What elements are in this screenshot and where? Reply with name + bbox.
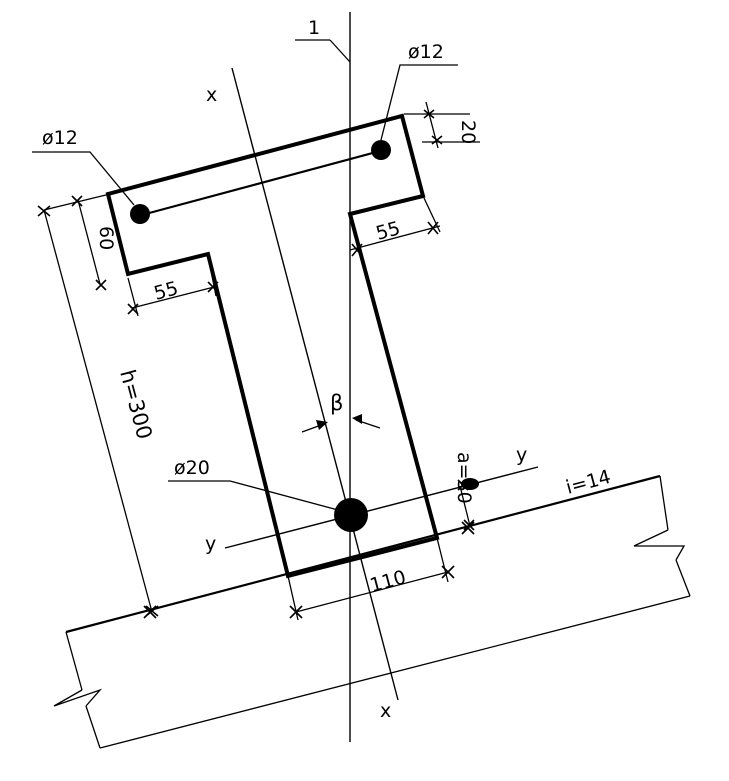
dim-flange-right-line [349,225,441,251]
dim-flange-right-ext [423,197,441,233]
dim-web-width-tick-a [289,605,303,619]
dim-flange-height-tick-b [95,279,107,291]
slab-tick-right [461,521,475,535]
angle-arrowhead-right [352,414,362,424]
axis-y-right-label: y [516,444,527,466]
leader-bar-top-right [380,64,458,141]
dim-web-width-tick-b [441,565,455,579]
dim-cover-bottom-tick-a [457,479,469,491]
section-outline [105,113,440,579]
slab-right-edge-lower [675,559,691,597]
bar-top-right [371,140,391,160]
dim-flange-left-ext-a [127,277,139,317]
slab-bottom-edge [99,595,691,749]
dim-cover-bottom-tick-b [463,519,475,531]
slab-left-break [53,688,103,707]
ref-leader-1-diag [329,39,351,63]
slab-left-edge-upper [65,631,83,691]
bar-top-left-label: ø12 [42,127,78,149]
leader-bar-top-left [32,151,135,206]
bar-bottom [334,498,368,532]
dim-flange-left-line [131,285,219,309]
angle-arrowhead-left [316,420,328,430]
slab-left-edge-lower [85,705,101,749]
dim-cover-bottom-label: a=30 [453,452,475,504]
dim-flange-height-tick-a [71,195,83,207]
dim-cover-top-tick-a [423,109,435,119]
dim-height-label: h=300 [115,367,157,442]
slab-top-edge [65,474,661,634]
top-reinforcement-line [137,148,385,218]
leader-bar-bottom [168,480,339,511]
dim-cover-top-label: 20 [457,120,479,144]
ref-number-label: 1 [308,17,320,39]
dim-web-width-label: 110 [368,566,409,597]
axis-x-top-label: x [206,84,217,106]
axis-x-bottom-label: x [380,700,391,722]
axis-y-left-label: y [205,533,216,555]
dim-web-width-line [295,571,449,613]
dim-cover-bottom-line [459,485,471,527]
dim-flange-right-label: 55 [374,217,403,245]
slab-tick-left [143,605,157,619]
dim-flange-left-label: 55 [152,277,181,305]
dim-flange-height-line [77,199,101,285]
dim-flange-left-tick-b [207,281,219,293]
dim-flange-left-tick-a [127,303,139,315]
dim-height-tick-a [37,205,51,217]
slab-right-break [633,529,686,561]
bar-top-left [130,204,150,224]
slab-right-edge-upper [659,475,669,531]
bar-bottom-label: ø20 [174,457,210,479]
section-axis-x [231,67,399,701]
dim-flange-right-tick-a [351,243,363,257]
dim-height-line [43,209,153,613]
dim-flange-height-label: 60 [95,226,117,250]
angle-label: β [330,391,343,415]
dim-web-width-ext-b [436,537,449,583]
dim-flange-right-tick-b [427,221,439,235]
dim-cover-top-tick-b [431,135,443,145]
bar-top-right-label: ø12 [408,41,444,63]
